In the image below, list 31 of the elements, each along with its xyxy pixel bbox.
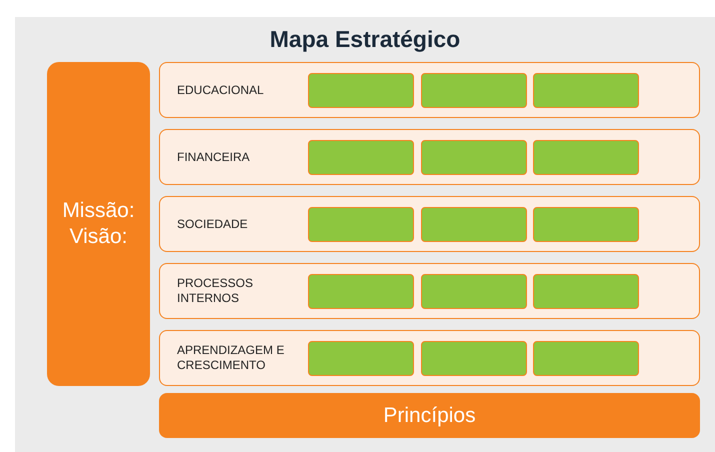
perspective-label: APRENDIZAGEM E CRESCIMENTO — [177, 342, 286, 374]
objective-box — [308, 140, 414, 175]
objective-box — [421, 207, 527, 242]
objective-box — [308, 341, 414, 376]
side-label: Visão: — [70, 224, 128, 250]
objective-box — [308, 73, 414, 108]
perspective-band — [159, 196, 700, 252]
objective-box — [533, 274, 639, 309]
perspective-label: PROCESSOS INTERNOS — [177, 275, 254, 307]
side-panel — [47, 62, 150, 386]
perspective-label: EDUCACIONAL — [177, 82, 265, 98]
title: Mapa Estratégico — [268, 26, 462, 53]
objective-box — [421, 341, 527, 376]
perspective-band — [159, 263, 700, 319]
objective-box — [533, 341, 639, 376]
objective-box — [421, 274, 527, 309]
perspective-label: FINANCEIRA — [177, 148, 251, 166]
objective-box — [421, 73, 527, 108]
footer-bar — [159, 393, 700, 438]
objective-box — [308, 207, 414, 242]
objective-box — [533, 140, 639, 175]
perspective-band — [159, 129, 700, 185]
objective-box — [421, 140, 527, 175]
objective-box — [533, 73, 639, 108]
perspective-label: SOCIEDADE — [177, 216, 249, 232]
footer-label: Princípios — [383, 404, 476, 428]
side-label: Missão: — [62, 198, 135, 224]
perspective-band — [159, 330, 700, 386]
perspective-band — [159, 62, 700, 118]
objective-box — [533, 207, 639, 242]
objective-box — [308, 274, 414, 309]
